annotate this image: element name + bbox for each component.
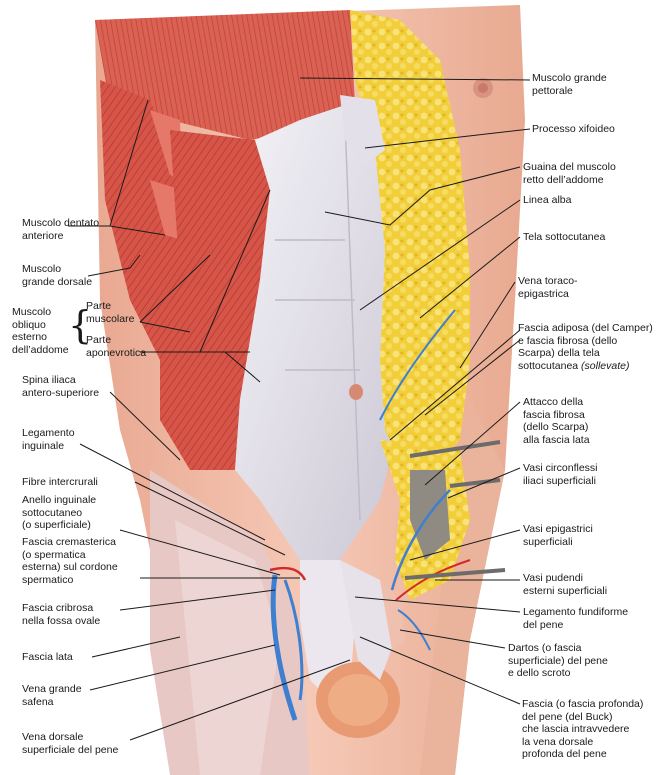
label-guaina-retto: Guaina del muscolo retto dell’addome	[523, 161, 616, 186]
label-camper-text: Fascia adiposa (del Camper) e fascia fib…	[518, 322, 653, 372]
label-fascia-camper-scarpa: Fascia adiposa (del Camper) e fascia fib…	[518, 322, 653, 372]
label-fascia-buck: Fascia (o fascia profonda) del pene (del…	[522, 698, 644, 760]
label-fascia-cribrosa: Fascia cribrosa nella fossa ovale	[22, 602, 101, 627]
rectus-sheath	[235, 100, 400, 560]
label-tela-sottocutanea: Tela sottocutanea	[523, 231, 606, 243]
label-vena-toraco-epigastrica: Vena toraco- epigastrica	[518, 275, 578, 300]
pectoralis-muscle	[95, 10, 355, 140]
label-legamento-fundiforme: Legamento fundiforme del pene	[523, 606, 629, 631]
label-dartos: Dartos (o fascia superficiale) del pene …	[508, 642, 608, 679]
label-legamento-inguinale: Legamento inguinale	[22, 427, 75, 452]
label-parte-muscolare: Parte muscolare	[86, 300, 135, 325]
leader-lines-left	[68, 99, 351, 741]
retractors	[404, 440, 506, 580]
surface-landmarks	[340, 78, 493, 400]
label-muscolo-grande-dorsale: Muscolo grande dorsale	[22, 263, 93, 288]
label-vasi-pudendi: Vasi pudendi esterni superficiali	[523, 572, 608, 597]
label-parte-aponevrotica: Parte aponevrotica	[86, 334, 147, 359]
label-attacco-fascia-fibrosa: Attacco della fascia fibrosa (dello Scar…	[523, 396, 590, 446]
label-spina-iliaca: Spina iliaca antero-superiore	[22, 374, 100, 399]
label-linea-alba: Linea alba	[523, 194, 572, 206]
brace-obliquo: {	[68, 303, 93, 347]
label-fascia-lata: Fascia lata	[22, 651, 73, 663]
label-muscolo-dentato-anteriore: Muscolo dentato anteriore	[22, 217, 100, 242]
label-vasi-circonflessi: Vasi circonflessi iliaci superficiali	[523, 462, 598, 487]
label-vena-grande-safena: Vena grande safena	[22, 683, 82, 708]
label-fascia-cremasterica: Fascia cremasterica (o spermatica estern…	[22, 536, 118, 586]
label-muscolo-obliquo-esterno: Muscolo obliquo esterno dell’addome	[12, 306, 69, 356]
label-processo-xifoideo: Processo xifoideo	[532, 123, 615, 135]
genital-region	[300, 560, 405, 738]
label-fibre-intercrurali: Fibre intercrurali	[22, 476, 98, 488]
label-vasi-epigastrici: Vasi epigastrici superficiali	[523, 523, 593, 548]
label-anello-inguinale: Anello inguinale sottocutaneo (o superfi…	[22, 494, 97, 531]
label-muscolo-grande-pettorale: Muscolo grande pettorale	[532, 72, 607, 97]
thigh-region	[150, 470, 310, 775]
leader-lines-right	[299, 77, 531, 705]
label-vena-dorsale-superficiale: Vena dorsale superficiale del pene	[22, 731, 119, 756]
label-camper-tail: (sollevate)	[581, 359, 630, 372]
